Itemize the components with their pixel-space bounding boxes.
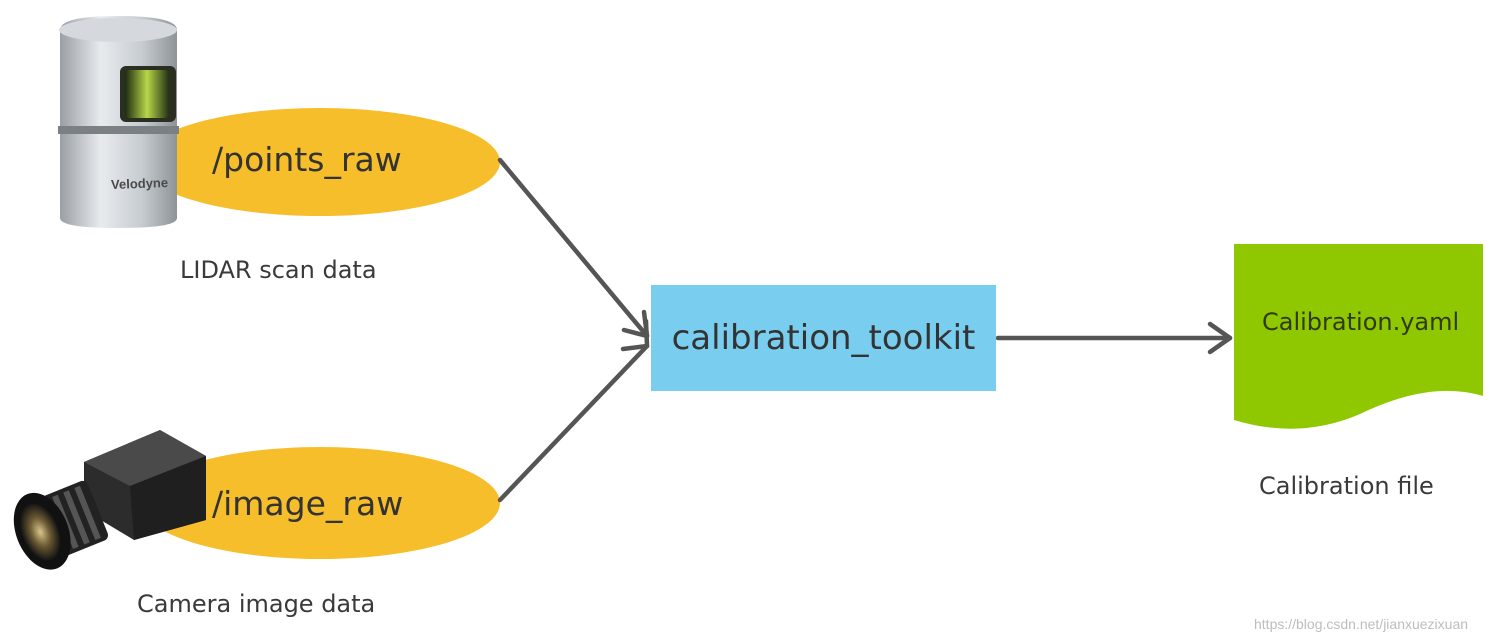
arrows	[497, 157, 1233, 503]
points-raw-topic-label: /points_raw	[212, 140, 402, 179]
calibration-toolkit-label: calibration_toolkit	[671, 318, 976, 358]
calibration-toolkit-box: calibration_toolkit	[651, 285, 996, 391]
image-raw-ellipse	[140, 447, 500, 559]
lidar-brand-label: Velodyne	[110, 175, 169, 192]
lidar-sensor-icon	[58, 16, 179, 228]
arrow-lidar-to-toolkit	[497, 157, 650, 339]
camera-icon	[13, 430, 206, 570]
calibration-file-caption: Calibration file	[1259, 472, 1434, 500]
arrowhead-camera	[620, 318, 650, 352]
lidar-caption: LIDAR scan data	[180, 256, 377, 284]
arrowhead-file	[1207, 321, 1233, 355]
arrow-camera-to-toolkit	[497, 343, 650, 503]
camera-caption: Camera image data	[137, 590, 376, 618]
image-raw-topic-label: /image_raw	[212, 484, 404, 523]
document-icon	[1234, 244, 1483, 429]
points-raw-ellipse	[140, 108, 500, 216]
calibration-file-name: Calibration.yaml	[1262, 308, 1460, 336]
watermark-text: https://blog.csdn.net/jianxuezixuan	[1254, 616, 1469, 632]
